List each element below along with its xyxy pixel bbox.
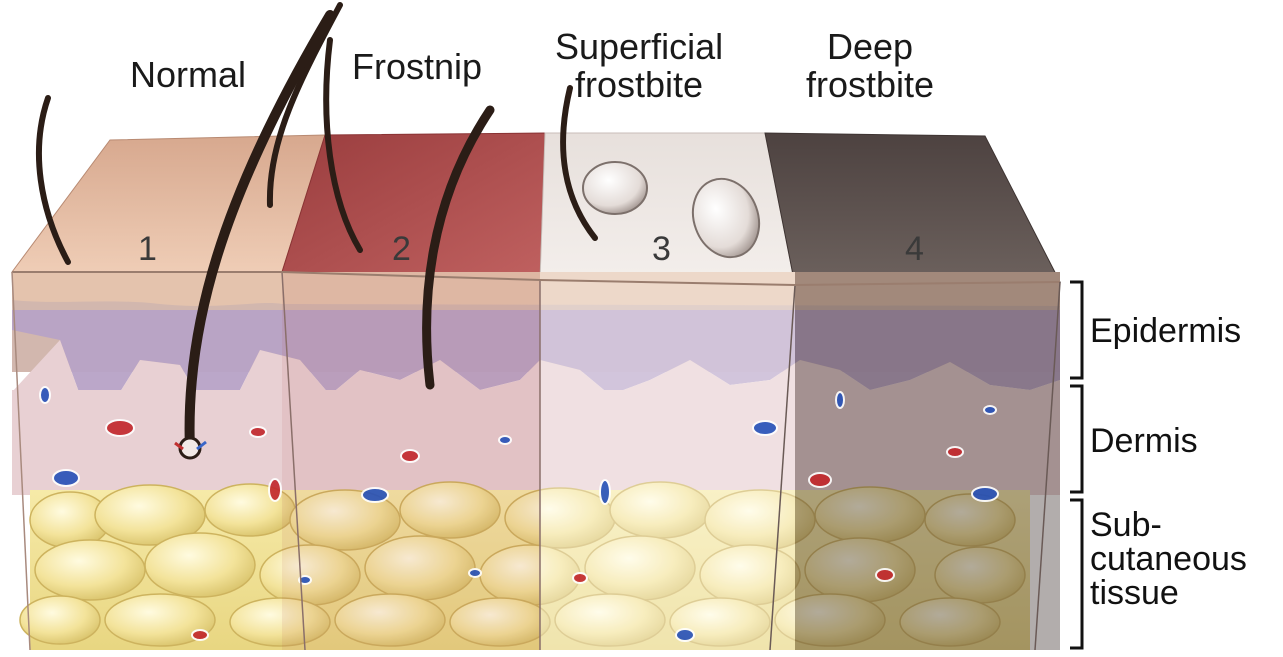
blood-vessel xyxy=(573,573,587,583)
layer-label-dermis: Dermis xyxy=(1090,424,1198,458)
blood-vessel xyxy=(53,470,79,486)
blood-vessel xyxy=(836,392,844,408)
fat-cell xyxy=(145,533,255,597)
surface-normal xyxy=(12,135,325,272)
stage-label-superficial-frostbite: Superficial frostbite xyxy=(555,28,723,104)
fat-cell xyxy=(35,540,145,600)
blood-vessel xyxy=(676,629,694,641)
stage-label-frostnip: Frostnip xyxy=(352,48,482,86)
layer-label-epidermis: Epidermis xyxy=(1090,314,1241,348)
stage-label-deep-frostbite: Deep frostbite xyxy=(806,28,934,104)
stage-label-normal: Normal xyxy=(130,56,246,94)
surface-frostnip xyxy=(282,133,545,280)
blood-vessel xyxy=(972,487,998,501)
blood-vessel xyxy=(269,479,281,501)
blood-vessel xyxy=(362,488,388,502)
blood-vessel xyxy=(499,436,511,444)
blister xyxy=(583,162,647,214)
blood-vessel xyxy=(40,387,50,403)
blood-vessel xyxy=(876,569,894,581)
stage-number-2: 2 xyxy=(392,232,411,266)
layer-label-subcutaneous-tissue: Sub- cutaneous tissue xyxy=(1090,508,1247,610)
blood-vessel xyxy=(947,447,963,457)
blood-vessel xyxy=(106,420,134,436)
stage-number-3: 3 xyxy=(652,232,671,266)
blood-vessel xyxy=(250,427,266,437)
blood-vessel xyxy=(753,421,777,435)
blood-vessel xyxy=(600,480,610,504)
blood-vessel xyxy=(401,450,419,462)
blood-vessel xyxy=(809,473,831,487)
stage-number-1: 1 xyxy=(138,232,157,266)
layer-brackets xyxy=(1070,282,1082,648)
blood-vessel xyxy=(192,630,208,640)
blood-vessel xyxy=(984,406,996,414)
blood-vessel xyxy=(469,569,481,577)
stage-number-4: 4 xyxy=(905,232,924,266)
fat-cell xyxy=(20,596,100,644)
